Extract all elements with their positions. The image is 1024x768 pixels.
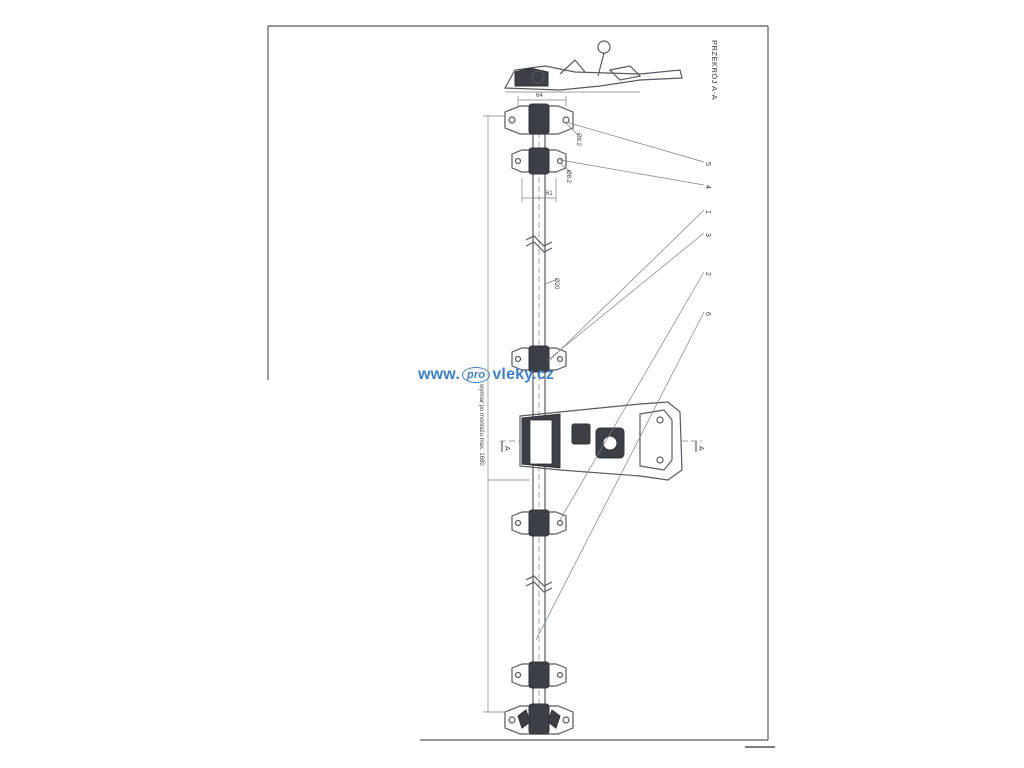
dim-hole-label-2: Ø8.2 bbox=[565, 170, 571, 184]
dim-length-note: wymiar po montażu max. 1680 bbox=[478, 383, 484, 466]
dim-width-label: 64 bbox=[536, 93, 543, 99]
dimension-width bbox=[517, 96, 567, 106]
hole-leaders bbox=[544, 122, 579, 285]
bracket-bottom bbox=[504, 703, 574, 735]
dim-hole-label-1: Ø8.2 bbox=[575, 133, 581, 147]
callout-1: 1 bbox=[704, 210, 711, 214]
lock-rod bbox=[525, 105, 553, 718]
watermark-prefix: www. bbox=[418, 366, 460, 383]
callout-5: 5 bbox=[704, 162, 711, 166]
bracket-upper bbox=[511, 147, 567, 175]
dimension-spacing bbox=[521, 178, 557, 202]
dim-rod-diameter-label: Ø20 bbox=[553, 278, 559, 290]
section-title: PRZEKRÓJ A-A bbox=[710, 40, 719, 100]
sheet-frame bbox=[267, 25, 775, 748]
section-line bbox=[500, 440, 702, 452]
callout-6: 6 bbox=[704, 312, 711, 316]
callout-3: 3 bbox=[704, 233, 711, 237]
watermark-suffix: vleky.cz bbox=[492, 366, 555, 383]
bracket-middle-lower bbox=[511, 509, 567, 537]
callout-2: 2 bbox=[704, 272, 711, 276]
section-mark-right: A bbox=[697, 446, 704, 451]
section-view-a-a bbox=[504, 40, 683, 93]
callout-4: 4 bbox=[704, 185, 711, 189]
section-mark-left: A bbox=[503, 446, 510, 451]
bracket-middle-upper bbox=[511, 345, 567, 373]
dim-spacing-label: 61 bbox=[546, 191, 553, 197]
dimension-overall-length bbox=[483, 115, 530, 713]
bracket-top bbox=[504, 103, 574, 135]
watermark-badge: pro bbox=[462, 367, 491, 383]
callout-leaders bbox=[535, 121, 705, 641]
lock-handle bbox=[519, 401, 683, 481]
bracket-lower bbox=[511, 661, 567, 689]
